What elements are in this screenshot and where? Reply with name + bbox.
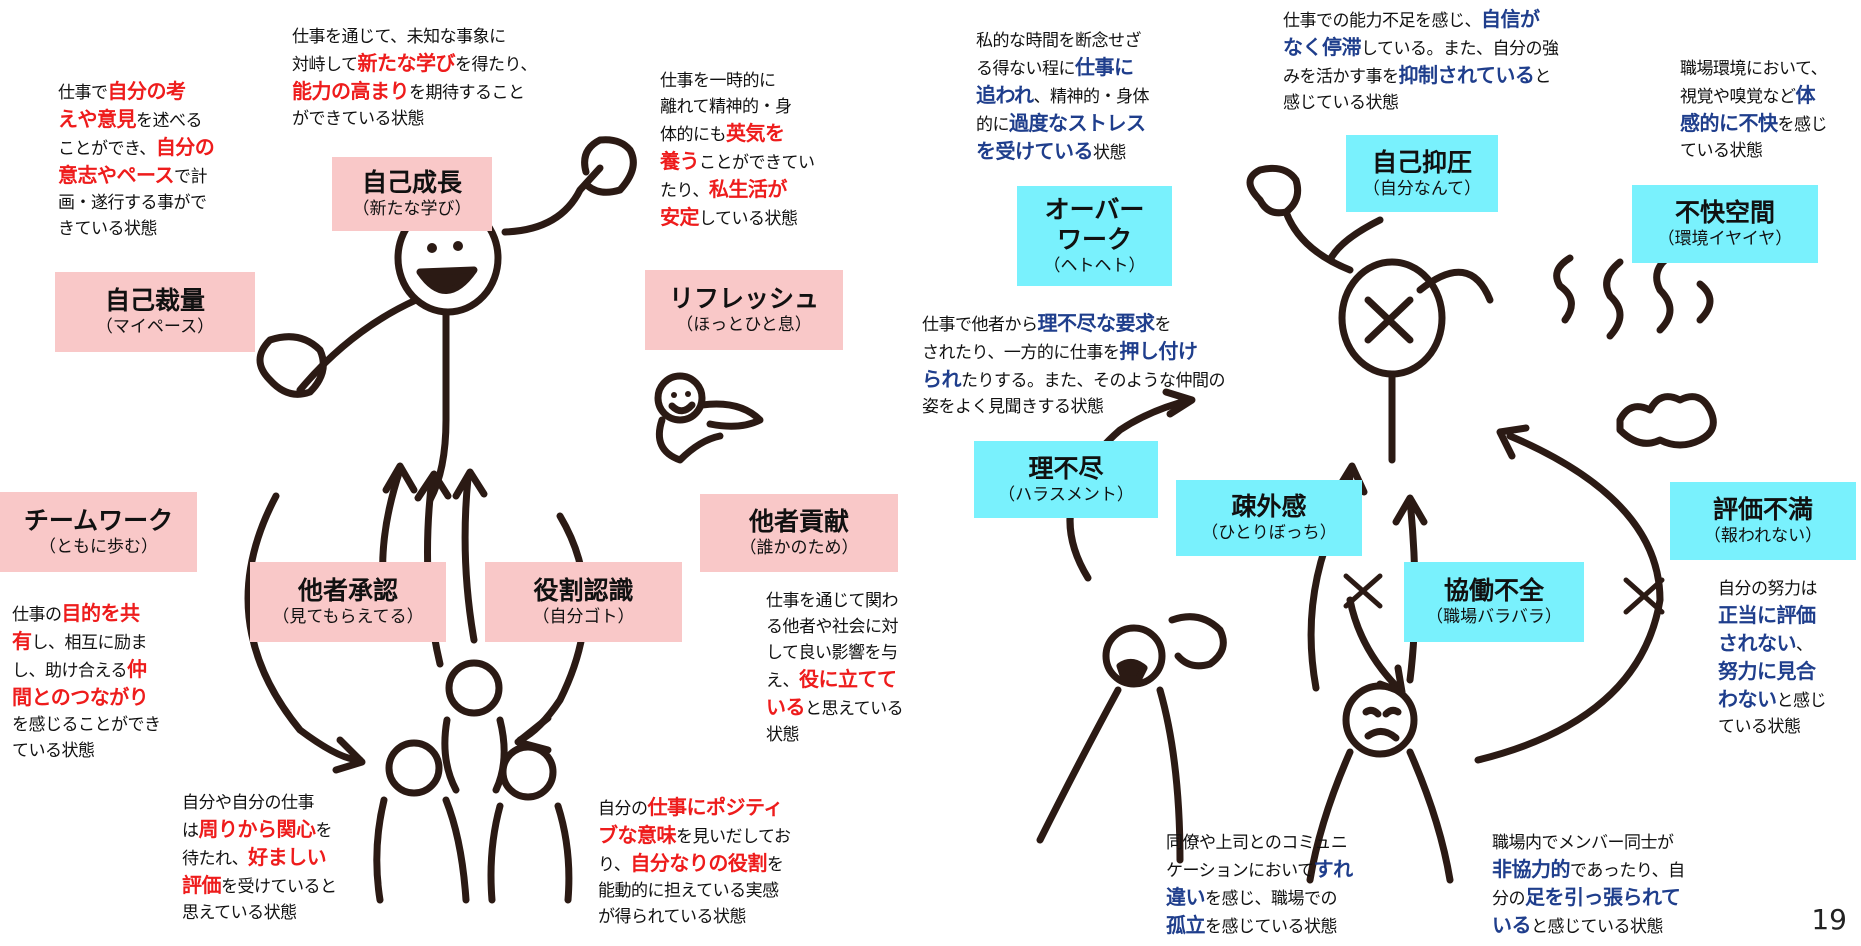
- role-title: 役割認識: [533, 576, 634, 605]
- dissatisfaction-title: 評価不満: [1712, 495, 1813, 524]
- self-suppression-box: 自己抑圧 （自分なんて）: [1346, 135, 1498, 212]
- self-discretion-box: 自己裁量 （マイペース）: [55, 272, 255, 352]
- discomfort-title: 不快空間: [1674, 198, 1775, 227]
- recognition-sub: （見てもらえてる）: [272, 607, 424, 627]
- discomfort-sub: （環境イヤイヤ）: [1657, 229, 1793, 249]
- dysfunction-desc: 職場内でメンバー同士が 非協力的であったり、自 分の足を引っ張られて いると感じ…: [1492, 833, 1685, 937]
- unfair-sub: （ハラスメント）: [998, 484, 1134, 505]
- contribution-desc: 仕事を通じて関わ る他者や社会に対 して良い影響を与 え、役に立てて いると思え…: [766, 591, 904, 745]
- self-growth-title: 自己成長: [361, 168, 462, 197]
- contribution-sub: （誰かのため）: [739, 538, 859, 558]
- refresh-box: リフレッシュ （ほっとひと息）: [645, 270, 843, 350]
- dysfunction-title: 協働不全: [1443, 576, 1544, 605]
- refresh-desc: 仕事を一時的に 離れて精神的・身 体的にも英気を 養うことができてい たり、私生…: [660, 71, 815, 229]
- self-growth-desc: 仕事を通じて、未知な事象に 対峙して新たな学びを得たり、 能力の高まりを期待する…: [292, 27, 537, 129]
- dysfunction-sub: （職場バラバラ）: [1426, 607, 1562, 627]
- frustrated-figure: [1246, 164, 1494, 464]
- group-figures: [373, 659, 573, 904]
- teamwork-desc: 仕事の目的を共 有し、相互に励ま し、助け合える仲 間とのつながり を感じること…: [12, 601, 161, 761]
- refresh-title: リフレッシュ: [668, 284, 819, 313]
- overwork-desc: 私的な時間を断念せざ る得ない程に仕事に 追われ、精神的・身体 的に過度なストレ…: [976, 31, 1149, 163]
- unfair-desc: 仕事で他者から理不尽な要求を されたり、一方的に仕事を押し付け られたりする。ま…: [922, 311, 1226, 417]
- discomfort-desc: 職場環境において、 視覚や嗅覚など体 感的に不快を感じ ている状態: [1680, 59, 1828, 161]
- overwork-sub: （ヘトヘト）: [1043, 256, 1146, 276]
- alienation-desc: 同僚や上司とのコミュニ ケーションにおいてすれ 違いを感じ、職場での 孤立を感じ…: [1166, 833, 1353, 937]
- self-discretion-desc: 仕事で自分の考 えや意見を述べる ことができ、自分の 意志やペースで計 画・遂行…: [58, 79, 215, 239]
- overwork-title-line1: オーバー: [1044, 195, 1145, 224]
- alienation-title: 疎外感: [1231, 492, 1307, 521]
- recognition-desc: 自分や自分の仕事 は周りから関心を 待たれ、好ましい 評価を受けていると 思えて…: [182, 793, 337, 923]
- teamwork-title: チームワーク: [23, 506, 174, 535]
- self-suppression-sub: （自分なんて）: [1362, 178, 1482, 199]
- contribution-box: 他者貢献 （誰かのため）: [700, 494, 898, 572]
- dysfunction-box: 協働不全 （職場バラバラ）: [1404, 562, 1584, 642]
- discomfort-scribbles: [1553, 252, 1717, 449]
- dissatisfaction-desc: 自分の努力は 正当に評価 されない、 努力に見合 わないと感じ ている状態: [1718, 579, 1826, 737]
- self-suppression-title: 自己抑圧: [1371, 147, 1472, 177]
- recognition-box: 他者承認 （見てもらえてる）: [250, 562, 446, 642]
- angry-figure: [1036, 613, 1227, 864]
- overwork-box: オーバー ワーク （ヘトヘト）: [1017, 186, 1172, 286]
- alienation-box: 疎外感 （ひとりぼっち）: [1176, 480, 1362, 556]
- teamwork-box: チームワーク （ともに歩む）: [0, 492, 197, 572]
- self-growth-box: 自己成長 （新たな学び）: [332, 157, 492, 231]
- page-number: 19: [1811, 903, 1847, 936]
- self-growth-sub: （新たな学び）: [352, 199, 472, 219]
- discomfort-box: 不快空間 （環境イヤイヤ）: [1632, 185, 1818, 263]
- left-arrows: [244, 462, 589, 774]
- refresh-sub: （ほっとひと息）: [676, 315, 812, 335]
- relaxing-figure: [654, 372, 764, 464]
- unfair-title: 理不尽: [1028, 453, 1104, 483]
- self-discretion-title: 自己裁量: [104, 286, 205, 315]
- unfair-box: 理不尽 （ハラスメント）: [974, 441, 1158, 518]
- recognition-title: 他者承認: [297, 576, 398, 605]
- role-desc: 自分の仕事にポジティ ブな意味を見いだしてお り、自分なりの役割を 能動的に担え…: [598, 795, 791, 927]
- role-box: 役割認識 （自分ゴト）: [485, 562, 682, 642]
- dissatisfaction-sub: （報われない）: [1703, 526, 1823, 546]
- self-suppression-desc: 仕事での能力不足を感じ、自信が なく停滞している。また、自分の強 みを活かす事を…: [1283, 7, 1559, 113]
- dissatisfaction-box: 評価不満 （報われない）: [1670, 482, 1856, 560]
- role-sub: （自分ゴト）: [532, 607, 635, 627]
- alienation-sub: （ひとりぼっち）: [1201, 523, 1337, 543]
- self-discretion-sub: （マイペース）: [95, 317, 215, 337]
- teamwork-sub: （ともに歩む）: [39, 537, 158, 557]
- contribution-title: 他者貢献: [748, 507, 849, 536]
- overwork-title-line2: ワーク: [1056, 225, 1132, 254]
- sad-figure: [1306, 682, 1454, 884]
